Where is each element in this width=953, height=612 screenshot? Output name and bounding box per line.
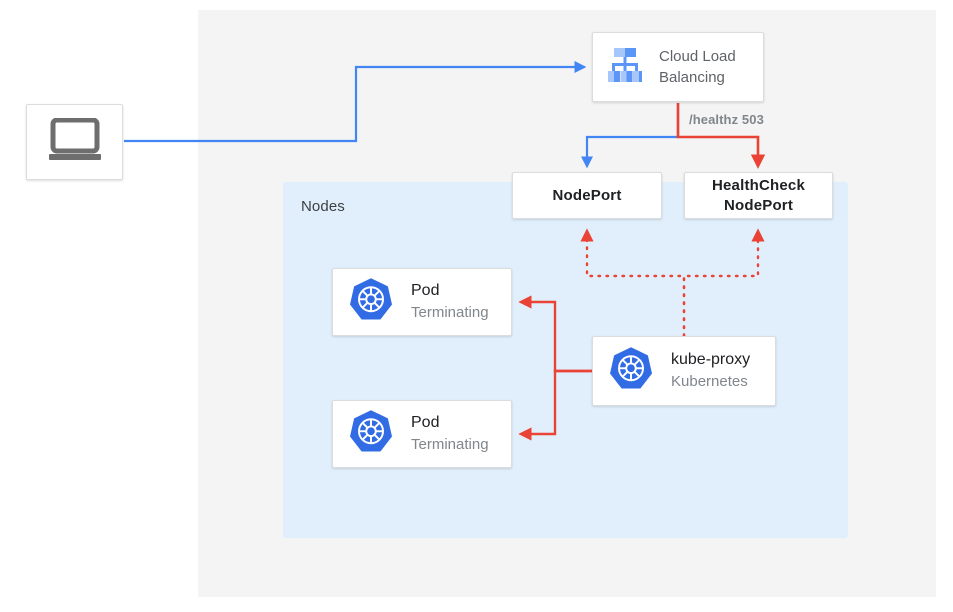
client-node[interactable] <box>26 104 123 180</box>
laptop-icon <box>46 117 104 167</box>
cloud-load-balancing-label-line1: Cloud Load <box>659 48 736 65</box>
pod-title-2: Pod <box>411 414 440 431</box>
pod-subtitle-2: Terminating <box>411 436 489 453</box>
pod-subtitle-1: Terminating <box>411 304 489 321</box>
healthz-status-label: /healthz 503 <box>689 112 764 127</box>
kubernetes-icon <box>607 345 655 398</box>
kube-proxy-subtitle: Kubernetes <box>671 373 748 390</box>
healthcheck-nodeport-label-line1: HealthCheck <box>711 176 806 194</box>
pod-node-2[interactable]: Pod Terminating <box>332 400 512 468</box>
healthcheck-nodeport-label-line2: NodePort <box>723 196 794 214</box>
pod-title-1: Pod <box>411 282 440 299</box>
pod-node-1[interactable]: Pod Terminating <box>332 268 512 336</box>
nodeport-node[interactable]: NodePort <box>512 172 662 219</box>
pod-text-2: Pod Terminating <box>411 412 489 456</box>
nodeport-label: NodePort <box>552 186 622 204</box>
kubernetes-icon <box>347 408 395 461</box>
cloud-load-balancing-label-line2: Balancing <box>659 69 725 86</box>
kubernetes-icon <box>347 276 395 329</box>
healthcheck-nodeport-node[interactable]: HealthCheck NodePort <box>684 172 833 219</box>
kube-proxy-text: kube-proxy Kubernetes <box>671 349 750 393</box>
cloud-load-balancing-icon <box>603 43 647 92</box>
nodes-region-label: Nodes <box>301 198 345 215</box>
kube-proxy-node[interactable]: kube-proxy Kubernetes <box>592 336 776 406</box>
cloud-load-balancing-node[interactable]: Cloud Load Balancing <box>592 32 764 102</box>
kube-proxy-title: kube-proxy <box>671 351 751 368</box>
pod-text-1: Pod Terminating <box>411 280 489 324</box>
cloud-load-balancing-label: Cloud Load Balancing <box>659 46 736 88</box>
healthcheck-nodeport-label: HealthCheck NodePort <box>712 176 805 216</box>
